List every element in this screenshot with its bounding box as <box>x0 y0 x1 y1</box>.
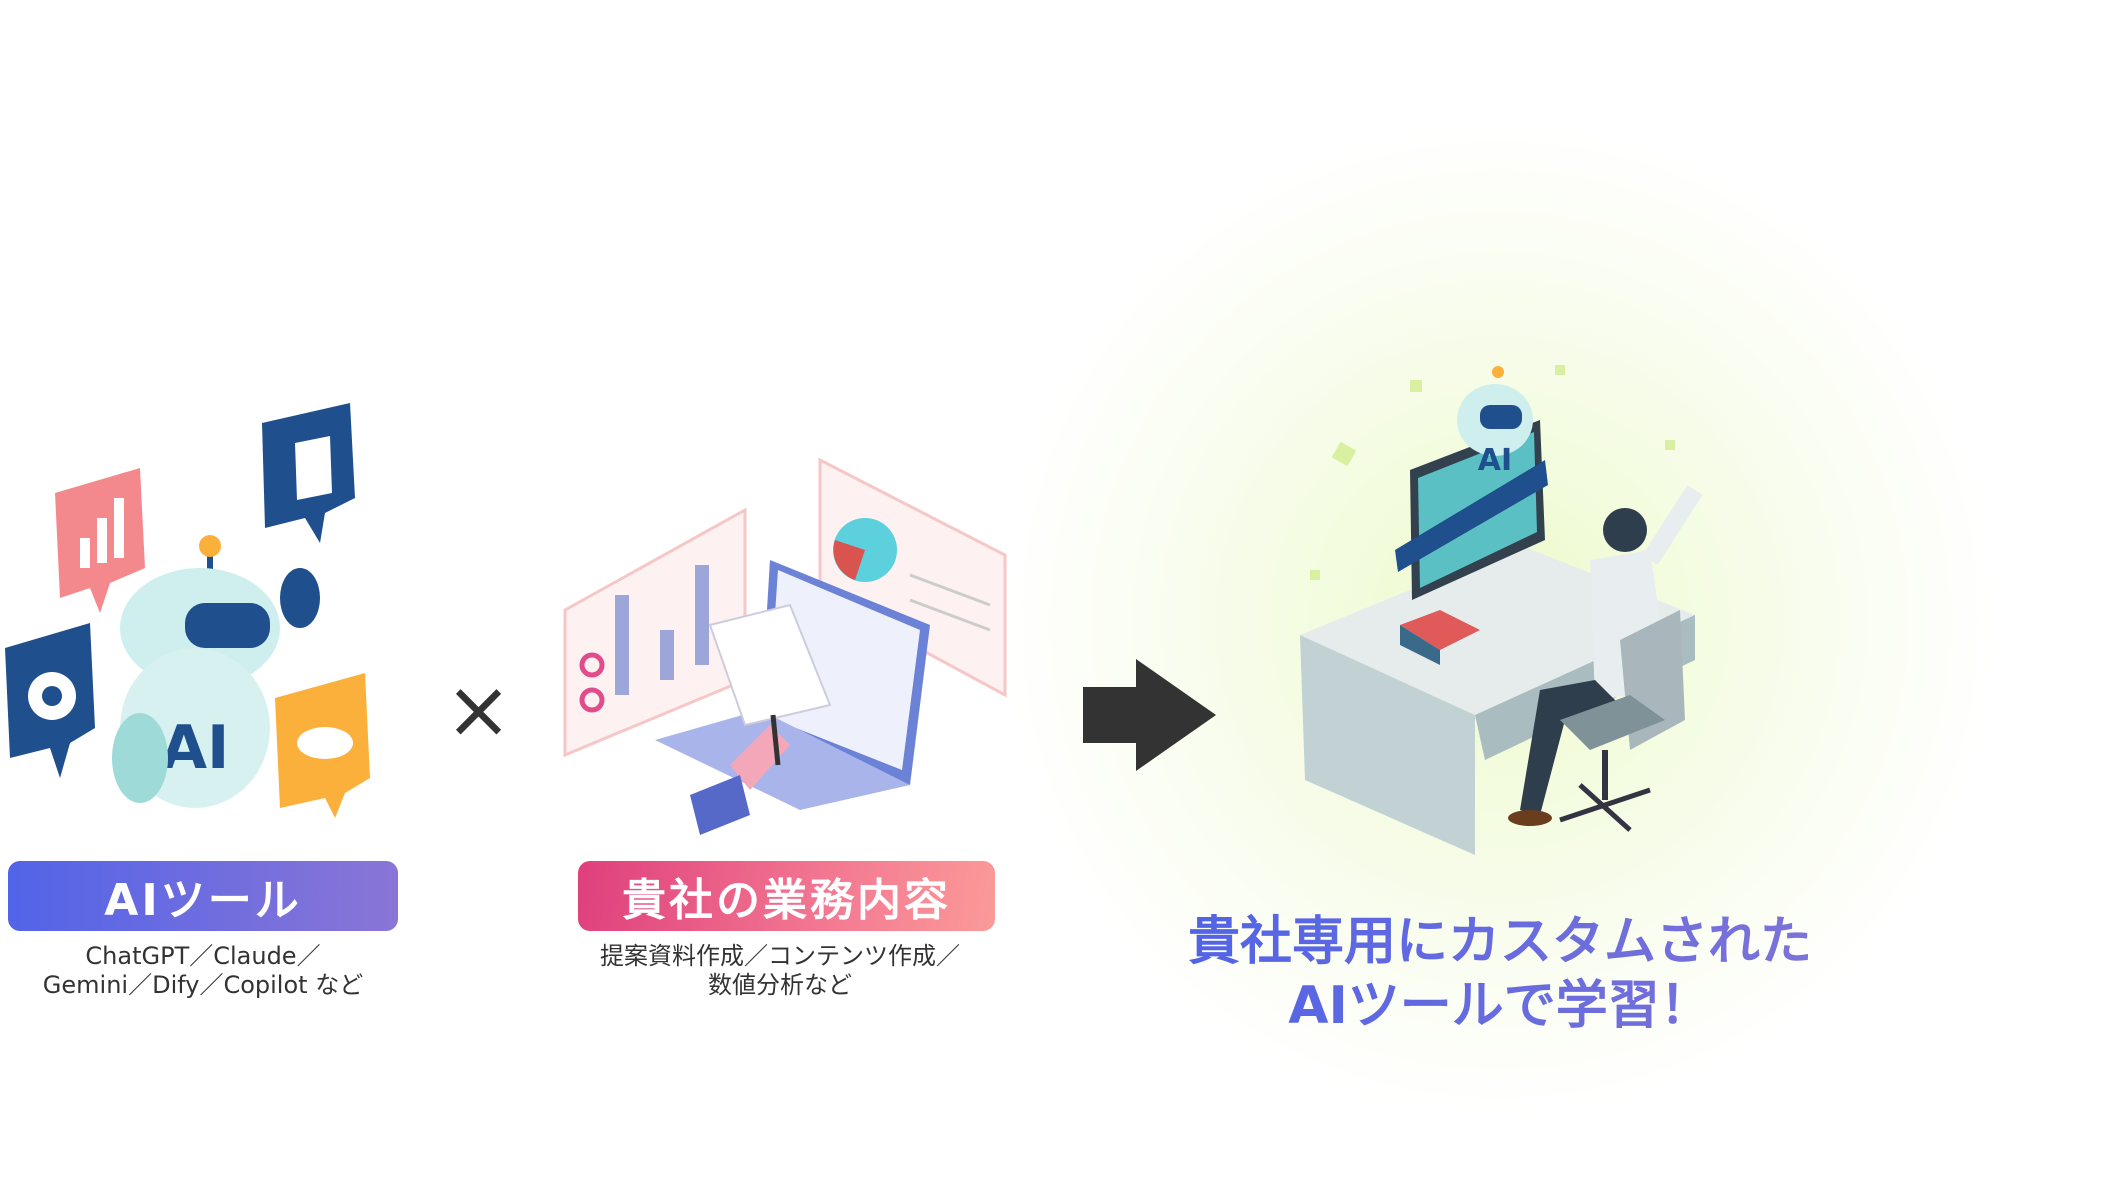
robot-ai-text: AI <box>1478 443 1512 478</box>
ai-tool-examples-line2: Gemini／Dify／Copilot など <box>42 971 364 999</box>
headline-line2: AIツールで学習！ <box>1288 976 1712 1036</box>
right-arrow-icon <box>1083 659 1216 771</box>
office-chair <box>1559 610 1685 832</box>
bar-chart-panel <box>563 507 747 758</box>
document-bubble-icon <box>262 403 355 543</box>
confetti <box>1310 365 1675 580</box>
custom-ai-learning-illustration: AI <box>1300 365 1703 855</box>
cloud-bubble-icon <box>275 673 370 818</box>
chart-bubble-icon <box>55 468 145 613</box>
headline-line1: 貴社専用にカスタムされた <box>1187 912 1812 972</box>
ai-tool-examples-line1: ChatGPT／Claude／ <box>85 942 321 970</box>
result-headline: 貴社専用にカスタムされた AIツールで学習！ <box>1150 910 1850 1038</box>
ai-tool-examples: ChatGPT／Claude／ Gemini／Dify／Copilot など <box>8 942 398 1000</box>
search-bar <box>1395 460 1548 572</box>
business-laptop-illustration <box>563 457 1007 835</box>
books <box>1400 610 1480 665</box>
gear-bubble-icon <box>5 623 95 778</box>
robot: AI <box>112 535 320 808</box>
business-examples-line2: 数値分析など <box>708 971 852 999</box>
business-examples-line1: 提案資料作成／コンテンツ作成／ <box>600 942 960 970</box>
business-content-label: 貴社の業務内容 <box>578 861 995 931</box>
multiply-operator: × <box>445 663 513 756</box>
laptop <box>655 560 930 810</box>
robot-ai-text: AI <box>161 713 230 783</box>
ai-tool-label: AIツール <box>8 861 398 931</box>
pie-chart-panel <box>818 457 1007 698</box>
robot: AI <box>1457 366 1533 478</box>
hand-with-pen <box>690 714 790 835</box>
business-examples: 提案資料作成／コンテンツ作成／ 数値分析など <box>560 942 1000 1000</box>
ai-robot-illustration: AI <box>5 403 370 818</box>
